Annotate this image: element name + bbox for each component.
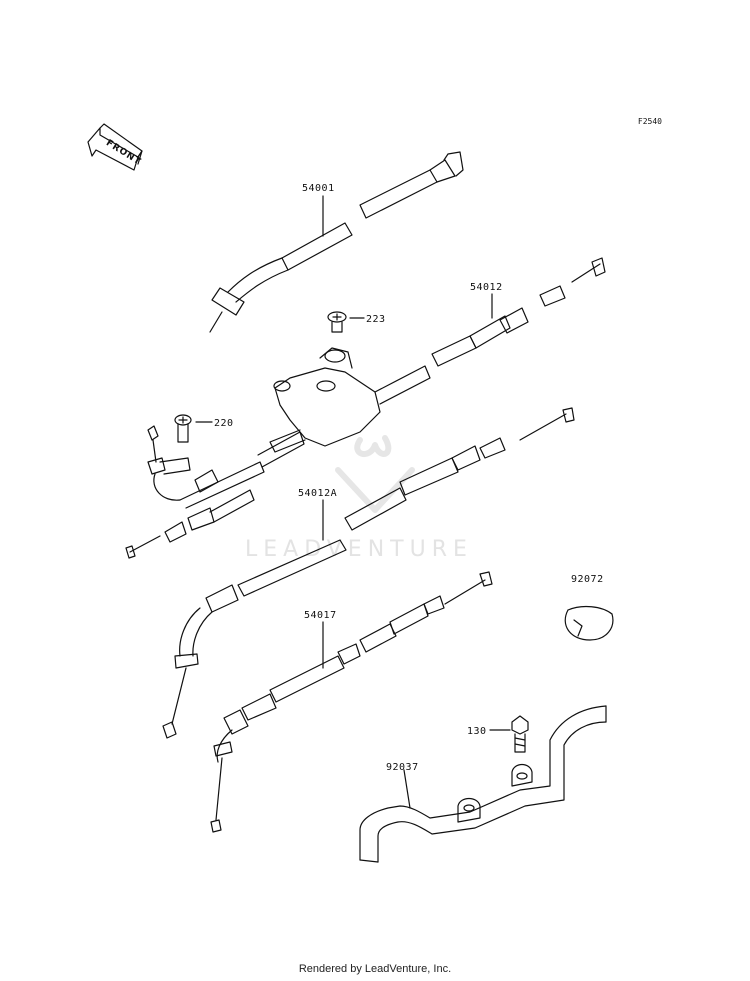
part-54017-cable[interactable] (210, 571, 493, 833)
label-54012[interactable]: 54012 (470, 282, 503, 293)
part-54012-cable[interactable] (431, 257, 606, 367)
diagram-code: F2540 (637, 117, 662, 126)
throttle-housing (269, 347, 431, 453)
label-54001[interactable]: 54001 (302, 183, 335, 194)
watermark-logo (335, 435, 415, 513)
part-130-bolt[interactable] (511, 715, 529, 753)
watermark: LEADVENTURE (245, 537, 473, 562)
label-54017[interactable]: 54017 (304, 610, 337, 621)
part-54012-lower-end[interactable] (125, 425, 305, 559)
label-92072[interactable]: 92072 (571, 574, 604, 585)
label-130[interactable]: 130 (467, 726, 487, 737)
part-54012A-cable[interactable] (162, 407, 575, 739)
label-54012A[interactable]: 54012A (298, 488, 337, 499)
part-220-screw[interactable] (174, 414, 192, 443)
part-223-screw[interactable] (327, 311, 347, 333)
part-92072-clamp[interactable] (564, 605, 614, 641)
part-54001-cable[interactable] (209, 151, 464, 333)
label-92037[interactable]: 92037 (386, 762, 419, 773)
footer-credit: Rendered by LeadVenture, Inc. (298, 963, 452, 975)
label-220[interactable]: 220 (214, 418, 234, 429)
leader-92037 (403, 769, 411, 809)
front-arrow-icon (87, 123, 143, 171)
part-92037-bracket[interactable] (359, 705, 607, 863)
label-223[interactable]: 223 (366, 314, 386, 325)
